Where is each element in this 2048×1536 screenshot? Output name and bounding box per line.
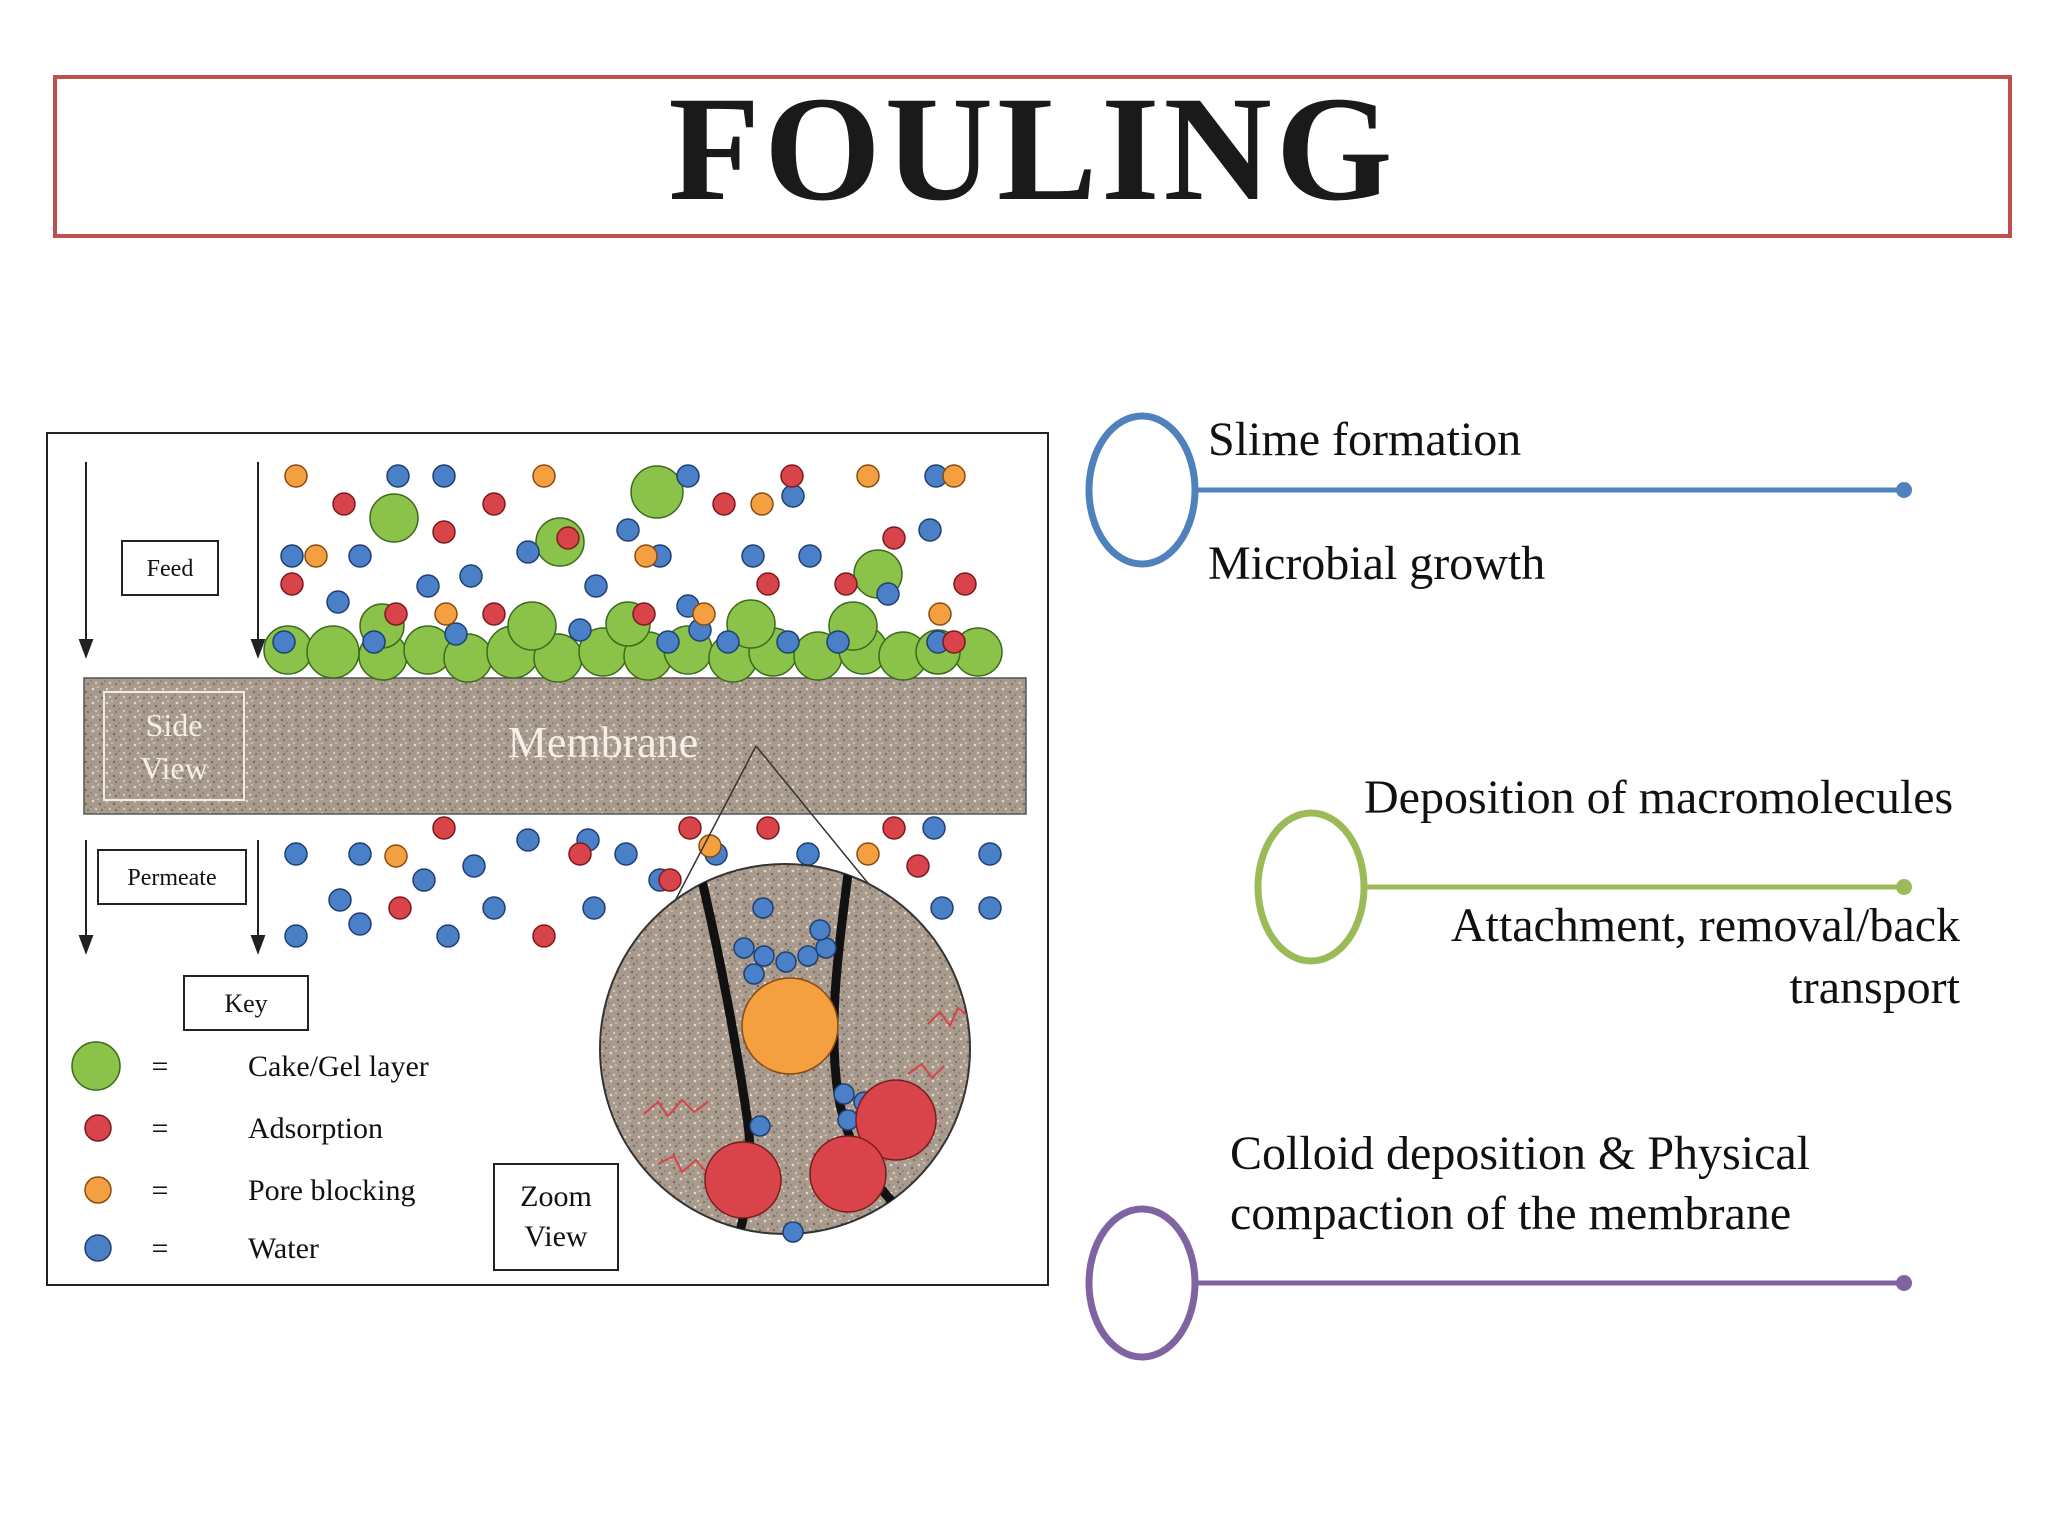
- permeate-particles: [284, 816, 1002, 948]
- permeate-arrows: [78, 840, 266, 955]
- colloid-deposition-text-line1: Colloid deposition & Physical: [1230, 1127, 1811, 1180]
- feed-arrows: [78, 462, 266, 659]
- legend-item-pore-blocking: = Pore blocking: [84, 1174, 415, 1207]
- biofouling-ring-icon: [1085, 412, 1199, 568]
- legend-equals: =: [152, 1050, 169, 1083]
- macromolecule-deposition-text: Deposition of macromolecules: [1364, 771, 1954, 824]
- legend-equals: =: [152, 1112, 169, 1145]
- colloid-deposition-text-line2: compaction of the membrane: [1230, 1187, 1792, 1240]
- permeate-label-box: Permeate: [97, 849, 247, 905]
- zoom-view-box: Zoom View: [493, 1163, 619, 1271]
- legend-label: Adsorption: [248, 1112, 383, 1145]
- fouling-diagram: Feed Side View Membrane: [46, 432, 1049, 1286]
- legend-label: Water: [248, 1232, 319, 1265]
- pore-blocking-swatch-icon: [84, 1176, 112, 1204]
- microbial-growth-text: Microbial growth: [1208, 537, 1546, 590]
- legend-equals: =: [152, 1174, 169, 1207]
- permeate-label: Permeate: [127, 865, 216, 891]
- membrane-layer: [83, 677, 1027, 815]
- feed-particles: [272, 464, 977, 654]
- side-view-label-line2: View: [140, 750, 207, 786]
- legend-item-adsorption: = Adsorption: [84, 1112, 383, 1145]
- legend-label: Pore blocking: [248, 1174, 415, 1207]
- colloidal-ring-icon: [1085, 1205, 1199, 1361]
- side-view-label-line1: Side: [146, 707, 203, 743]
- adsorption-swatch-icon: [84, 1114, 112, 1142]
- side-view-box: [103, 691, 245, 801]
- slide-title: FOULING: [668, 65, 1397, 232]
- zoom-circle: [599, 863, 971, 1243]
- key-label: Key: [224, 989, 267, 1018]
- feed-label-box: Feed: [121, 540, 219, 596]
- title-box: FOULING: [53, 65, 2012, 238]
- cake-swatch-icon: [71, 1041, 121, 1091]
- slime-formation-text: Slime formation: [1208, 413, 1522, 466]
- biofouling-end-dot-icon: [1896, 482, 1912, 498]
- attachment-removal-text-line2: transport: [1789, 961, 1960, 1014]
- legend-equals: =: [152, 1232, 169, 1265]
- feed-label: Feed: [147, 556, 194, 582]
- zoom-view-label-line2: View: [524, 1220, 588, 1253]
- zoom-view-label-line1: Zoom: [520, 1180, 592, 1213]
- key-box: Key: [183, 975, 309, 1031]
- legend: = Cake/Gel layer = Adsorption = Pore blo…: [71, 1041, 429, 1265]
- organic-end-dot-icon: [1896, 879, 1912, 895]
- legend-item-cake: = Cake/Gel layer: [71, 1041, 429, 1091]
- water-swatch-icon: [84, 1234, 112, 1262]
- fouling-diagram-svg: Feed Side View Membrane: [71, 462, 1027, 1271]
- legend-label: Cake/Gel layer: [248, 1050, 429, 1083]
- colloidal-end-dot-icon: [1896, 1275, 1912, 1291]
- legend-item-water: = Water: [84, 1232, 319, 1265]
- membrane-label: Membrane: [508, 718, 699, 767]
- attachment-removal-text-line1: Attachment, removal/back: [1450, 899, 1960, 952]
